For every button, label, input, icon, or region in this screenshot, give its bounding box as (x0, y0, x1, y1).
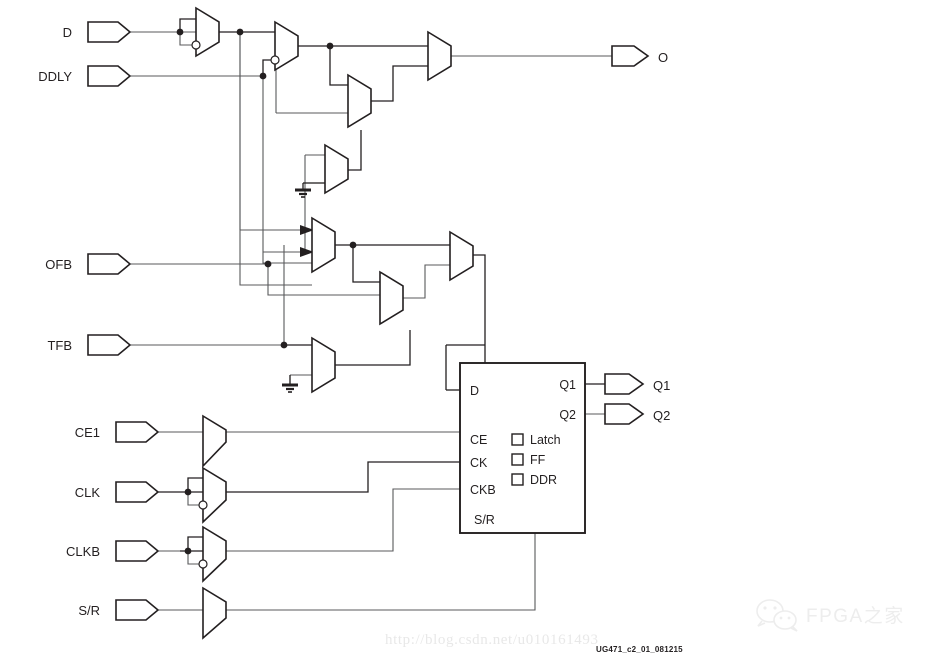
mode-latch-label: Latch (530, 433, 561, 447)
watermark-layer: http://blog.csdn.net/u010161493 FPGA之家 U… (385, 599, 905, 654)
mux-tfb-gnd[interactable] (311, 336, 336, 394)
watermark-url: http://blog.csdn.net/u010161493 (385, 632, 599, 648)
ground-symbol-upper (295, 183, 311, 198)
pin-o-label: O (658, 50, 668, 65)
pin-q1-label: Q1 (653, 378, 670, 393)
ff-input-ckb-label: CKB (470, 483, 496, 497)
mode-ddr-label: DDR (530, 473, 557, 487)
mux-ce1[interactable] (202, 414, 227, 468)
pin-d-label: D (63, 25, 72, 40)
figure-id: UG471_c2_01_081215 (596, 645, 683, 654)
pin-ce1-label: CE1 (75, 425, 100, 440)
pin-clk-label: CLK (75, 485, 101, 500)
pin-ofb[interactable]: OFB (45, 253, 132, 275)
mux-o-stage1[interactable] (347, 73, 372, 129)
ff-input-ck-label: CK (470, 456, 488, 470)
pin-q2-label: Q2 (653, 408, 670, 423)
mux-sr[interactable] (202, 586, 227, 640)
mux-d-invert[interactable] (191, 6, 220, 58)
output-pins: O Q1 Q2 (604, 45, 670, 425)
pin-ce1[interactable]: CE1 (75, 421, 160, 443)
pin-ddly-label: DDLY (38, 69, 72, 84)
pin-tfb-label: TFB (47, 338, 72, 353)
mux-clk[interactable] (198, 466, 227, 524)
ground-layer (282, 183, 311, 393)
wechat-icon (756, 599, 798, 632)
pin-sr-label: S/R (78, 603, 100, 618)
arrow-layer (239, 32, 314, 257)
pin-sr[interactable]: S/R (78, 599, 160, 621)
pin-ofb-label: OFB (45, 257, 72, 272)
mode-ddr[interactable]: DDR (511, 473, 557, 487)
pin-clkb-label: CLKB (66, 544, 100, 559)
ff-input-sr-label: S/R (474, 513, 495, 527)
pin-o[interactable]: O (611, 45, 668, 67)
ground-symbol-lower (282, 375, 298, 393)
storage-element[interactable]: D CE CK CKB S/R Q1 Q2 Latch FF DDR (459, 362, 586, 534)
mux-fb-stage2[interactable] (379, 270, 404, 326)
mux-fb-select[interactable] (311, 216, 336, 274)
pin-d[interactable]: D (63, 21, 132, 43)
pin-ddly[interactable]: DDLY (38, 65, 132, 87)
mux-o-gnd[interactable] (324, 143, 349, 195)
mode-ff-label: FF (530, 453, 546, 467)
ff-output-q1-label: Q1 (559, 378, 576, 392)
mux-d-select[interactable] (270, 20, 299, 72)
input-pins: D DDLY OFB TFB CE1 (38, 21, 160, 621)
junction-dots (176, 28, 357, 555)
pin-clkb[interactable]: CLKB (66, 540, 160, 562)
ff-output-q2-label: Q2 (559, 408, 576, 422)
wire-layer (128, 18, 612, 611)
ff-input-ce-label: CE (470, 433, 487, 447)
ff-input-d-label: D (470, 384, 479, 398)
pin-clk[interactable]: CLK (75, 481, 160, 503)
mux-clkb[interactable] (198, 525, 227, 583)
watermark-logo: FPGA之家 (806, 605, 905, 627)
mode-latch[interactable]: Latch (511, 433, 561, 447)
mux-fb-final[interactable] (449, 230, 474, 282)
pin-tfb[interactable]: TFB (47, 334, 132, 356)
mux-o-final[interactable] (427, 30, 452, 82)
mode-ff[interactable]: FF (511, 453, 546, 467)
mux-layer (191, 6, 474, 640)
pin-q1[interactable]: Q1 (604, 373, 670, 395)
pin-q2[interactable]: Q2 (604, 403, 670, 425)
